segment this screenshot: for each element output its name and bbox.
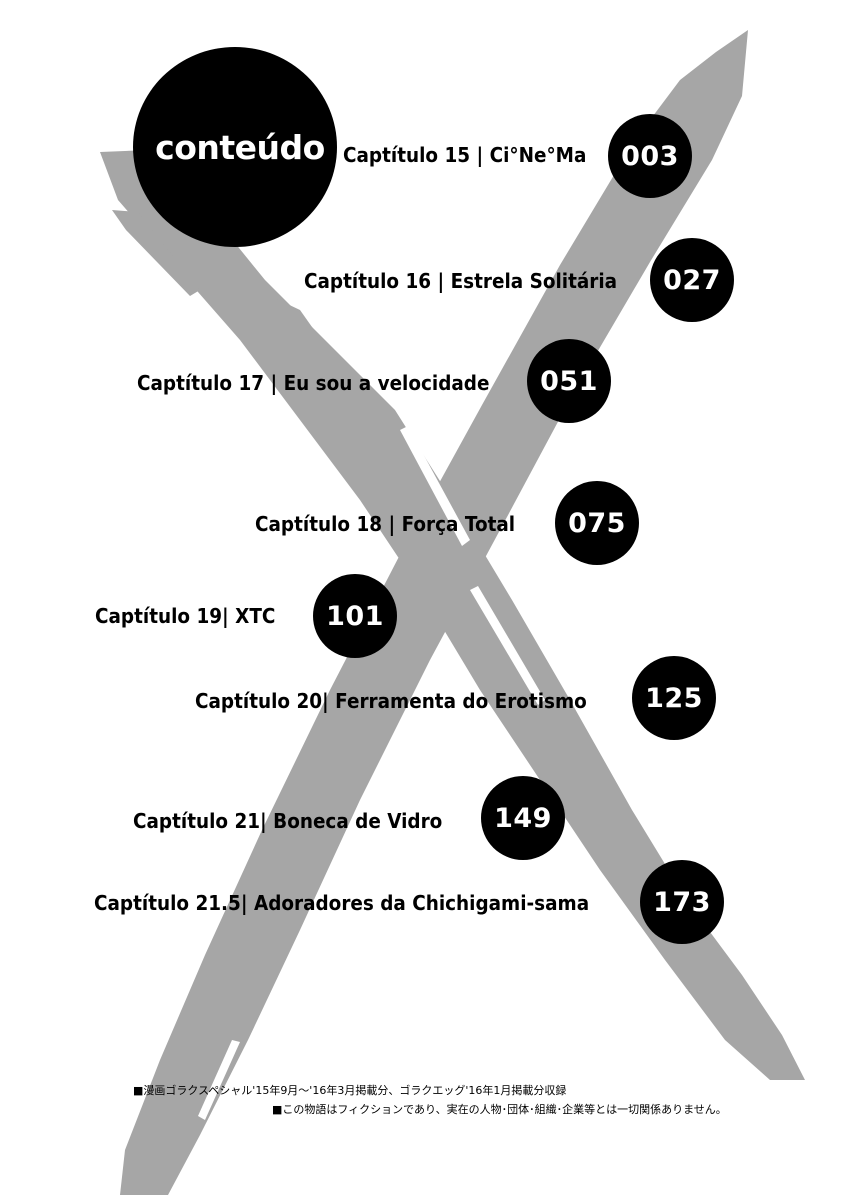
chapter-21-page: 149: [494, 802, 552, 834]
chapter-21-5-page-number: 173: [640, 860, 724, 944]
publication-note: ■漫画ゴラクスペシャル'15年9月～'16年3月掲載分、ゴラクエッグ'16年1月…: [133, 1084, 567, 1097]
chapter-20-page: 125: [645, 682, 703, 714]
contents-heading-circle: conteúdo: [133, 47, 337, 247]
chapter-21-title: Captítulo 21| Boneca de Vidro: [133, 809, 443, 833]
chapter-18-page-number: 075: [555, 481, 639, 565]
chapter-20-page-number: 125: [632, 656, 716, 740]
chapter-21-page-number: 149: [481, 776, 565, 860]
fiction-disclaimer-note: ■この物語はフィクションであり、実在の人物･団体･組織･企業等とは一切関係ありま…: [272, 1103, 727, 1116]
chapter-19-page-number: 101: [313, 574, 397, 658]
chapter-17-title: Captítulo 17 | Eu sou a velocidade: [137, 371, 490, 395]
chapter-17-page-number: 051: [527, 339, 611, 423]
contents-heading: conteúdo: [155, 127, 325, 167]
chapter-18-title: Captítulo 18 | Força Total: [255, 512, 516, 536]
chapter-21-5-page: 173: [653, 886, 711, 918]
chapter-16-page: 027: [663, 264, 721, 296]
chapter-17-page: 051: [540, 365, 598, 397]
chapter-16-page-number: 027: [650, 238, 734, 322]
chapter-18-page: 075: [568, 507, 626, 539]
chapter-15-title: Captítulo 15 | Ci°Ne°Ma: [343, 143, 587, 167]
chapter-19-page: 101: [326, 600, 384, 632]
chapter-19-title: Captítulo 19| XTC: [95, 604, 276, 628]
chapter-15-page-number: 003: [608, 114, 692, 198]
chapter-16-title: Captítulo 16 | Estrela Solitária: [304, 269, 618, 293]
chapter-15-page: 003: [621, 140, 679, 172]
chapter-21-5-title: Captítulo 21.5| Adoradores da Chichigami…: [94, 891, 590, 915]
chapter-20-title: Captítulo 20| Ferramenta do Erotismo: [195, 689, 587, 713]
